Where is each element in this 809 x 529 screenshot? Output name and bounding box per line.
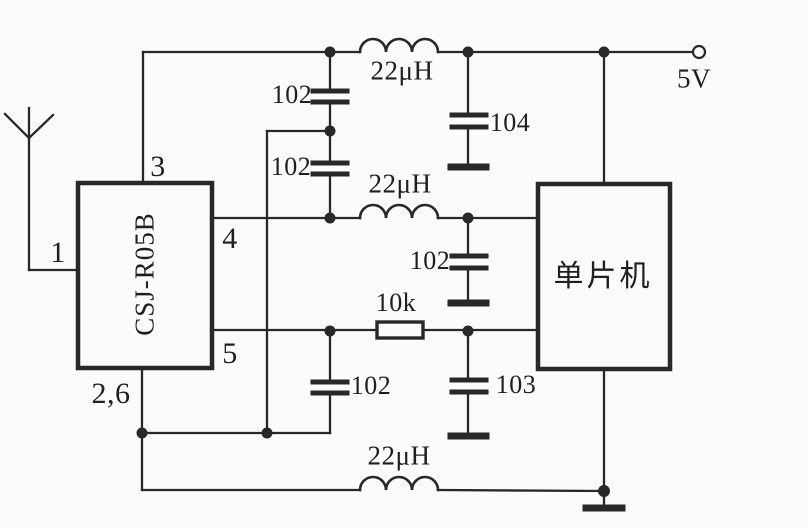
capacitor-104-label: 104	[489, 108, 531, 137]
mcu-block	[535, 181, 673, 372]
capacitor-102-middle-icon	[447, 216, 490, 307]
pin-label-4: 4	[222, 222, 238, 255]
capacitor-104-icon	[447, 50, 490, 171]
capacitor-102-top-label: 102	[271, 80, 313, 109]
antenna-icon	[3, 106, 55, 272]
capacitor-102-second-label: 102	[270, 152, 312, 181]
inductor-bottom-label: 22μH	[367, 440, 431, 471]
junction-dots	[136, 46, 610, 497]
resistor-10k-icon	[375, 320, 425, 340]
power-terminal-icon	[691, 44, 707, 60]
inductor-bottom-icon	[358, 475, 440, 492]
inductor-middle-icon	[358, 203, 440, 220]
capacitor-102-middle-label: 102	[409, 246, 451, 275]
pin-label-26: 2,6	[91, 377, 131, 410]
inductor-top-label: 22μH	[370, 55, 434, 86]
receiver-block-label: CSJ-R05B	[129, 212, 160, 336]
receiver-block	[75, 180, 215, 371]
capacitor-102-bottom-icon	[140, 328, 350, 435]
wire-top-rail	[141, 50, 694, 185]
capacitor-102-bottom-label: 102	[350, 371, 392, 400]
inductor-top-icon	[358, 37, 440, 54]
capacitor-103-icon	[447, 328, 490, 440]
pin-label-5: 5	[222, 337, 238, 370]
wire-left-bus	[265, 129, 332, 435]
resistor-10k-label: 10k	[375, 288, 417, 317]
capacitor-102-second-icon	[310, 160, 350, 220]
pin-label-3: 3	[150, 150, 166, 183]
inductor-middle-label: 22μH	[368, 168, 432, 199]
power-5v-label: 5V	[677, 63, 711, 94]
capacitor-102-top-icon	[310, 50, 350, 164]
mcu-block-label: 单片机	[553, 260, 653, 293]
pin-label-1: 1	[50, 236, 66, 269]
capacitor-103-label: 103	[495, 370, 537, 399]
wire-mcu-supply	[582, 50, 626, 512]
